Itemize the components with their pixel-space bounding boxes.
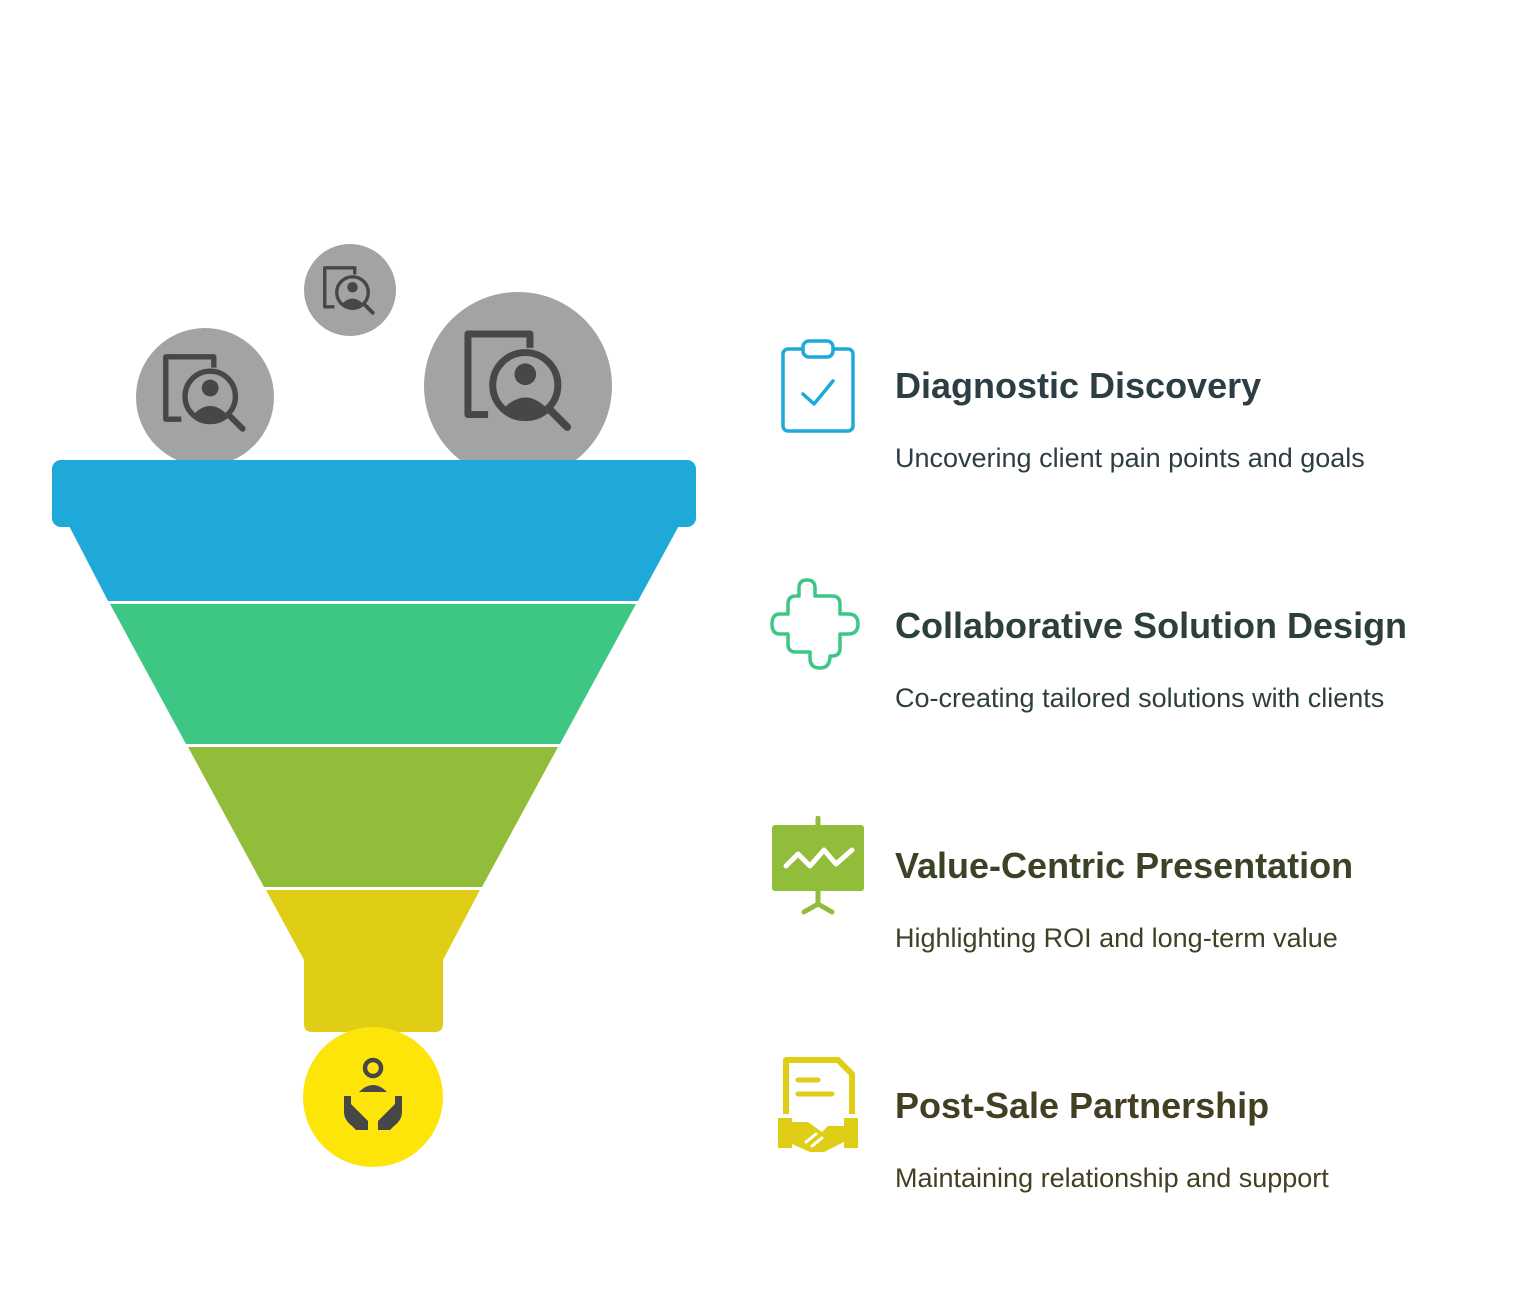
hands-supporting-person-icon <box>344 1057 402 1130</box>
stage-3-description: Highlighting ROI and long-term value <box>895 923 1338 953</box>
stage-1-description: Uncovering client pain points and goals <box>895 443 1365 473</box>
stage-4-description: Maintaining relationship and support <box>895 1163 1329 1193</box>
input-circle-right <box>424 292 612 480</box>
funnel-stage-1-band <box>66 520 682 601</box>
stage-2-description: Co-creating tailored solutions with clie… <box>895 683 1385 713</box>
stage-1-title: Diagnostic Discovery <box>895 365 1262 406</box>
outcome-circle <box>303 1027 443 1167</box>
stage-2-title: Collaborative Solution Design <box>895 605 1408 646</box>
input-circle-left-bg <box>136 328 274 466</box>
funnel-stage-1 <box>52 460 696 601</box>
funnel-stage-4 <box>266 890 480 1032</box>
stage-3-title: Value-Centric Presentation <box>895 845 1354 886</box>
clipboard-check-icon <box>781 339 855 433</box>
funnel-stage-3 <box>188 747 558 887</box>
stage-4-title: Post-Sale Partnership <box>895 1085 1270 1126</box>
outcome-circle-bg <box>303 1027 443 1167</box>
funnel-stage-2 <box>110 604 636 744</box>
funnel-rim <box>52 460 696 527</box>
input-circle-small <box>304 244 396 336</box>
presentation-board-icon <box>772 816 864 915</box>
input-circle-right-bg <box>424 292 612 480</box>
input-circle-left <box>136 328 274 466</box>
puzzle-piece-icon <box>770 578 860 670</box>
contract-handshake-icon <box>778 1057 858 1152</box>
